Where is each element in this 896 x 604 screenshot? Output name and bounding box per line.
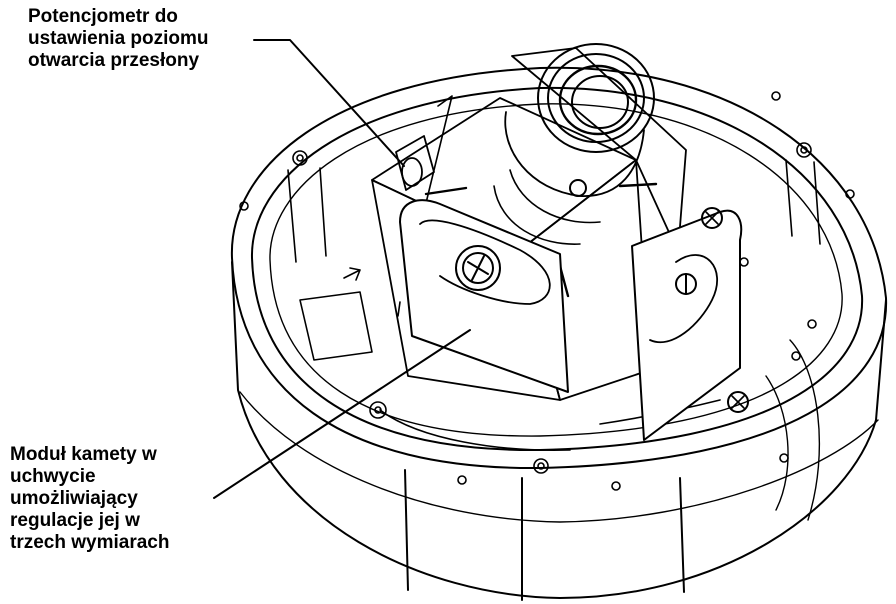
callout-line: regulacje jej w bbox=[10, 510, 140, 531]
lens-bracket bbox=[512, 48, 686, 252]
focus-knob bbox=[570, 180, 586, 196]
housing-inner-rim-2 bbox=[270, 104, 842, 436]
screw-hole bbox=[534, 459, 548, 473]
housing-seam-right bbox=[680, 478, 684, 592]
callout-line: umożliwiający bbox=[10, 488, 138, 509]
screw-hole bbox=[797, 143, 811, 157]
callout-line: trzech wymiarach bbox=[10, 532, 170, 553]
callout-line: Moduł kamety w bbox=[10, 444, 157, 465]
lens-barrel bbox=[538, 44, 654, 152]
housing-inner-rim bbox=[252, 88, 862, 450]
callout-line: otwarcia przesłony bbox=[28, 50, 200, 71]
leader-line-module bbox=[214, 330, 470, 498]
inner-bracket-left bbox=[300, 292, 372, 360]
side-screw-top bbox=[702, 208, 722, 228]
housing bbox=[232, 68, 886, 600]
screw-hole bbox=[293, 151, 307, 165]
rim-dot bbox=[780, 454, 788, 462]
leader-line-iris bbox=[254, 40, 404, 166]
camera-module-callout: Moduł kamety w uchwycie umożliwiający re… bbox=[10, 444, 169, 554]
housing-seam-left bbox=[405, 470, 408, 590]
bracket-screw bbox=[456, 246, 500, 290]
iris-potentiometer bbox=[396, 96, 452, 236]
front-bracket-plate bbox=[400, 200, 568, 392]
inner-post-left bbox=[288, 168, 326, 262]
callout-line: Potencjometr do bbox=[28, 6, 178, 27]
screw-hole bbox=[370, 402, 386, 418]
housing-outer-rim bbox=[232, 68, 886, 468]
rim-dot bbox=[240, 202, 248, 210]
rim-dot bbox=[612, 482, 620, 490]
rim-dot bbox=[740, 258, 748, 266]
rim-dot bbox=[808, 320, 816, 328]
iris-potentiometer-callout: Potencjometr do ustawienia poziomu otwar… bbox=[28, 6, 209, 72]
inner-post-right bbox=[786, 160, 820, 244]
rim-dot bbox=[792, 352, 800, 360]
side-bracket-plate bbox=[632, 208, 748, 440]
camera-lens bbox=[494, 44, 654, 244]
housing-side-wall bbox=[232, 262, 886, 598]
callout-line: uchwycie bbox=[10, 466, 96, 487]
callout-line: ustawienia poziomu bbox=[28, 28, 209, 49]
lens-glass bbox=[572, 76, 628, 128]
housing-base-line bbox=[240, 392, 878, 522]
rim-dot bbox=[846, 190, 854, 198]
side-screw bbox=[728, 392, 748, 412]
leader-lines bbox=[214, 40, 470, 498]
housing-side-boss bbox=[790, 340, 819, 520]
rim-dot bbox=[458, 476, 466, 484]
rim-dot bbox=[772, 92, 780, 100]
